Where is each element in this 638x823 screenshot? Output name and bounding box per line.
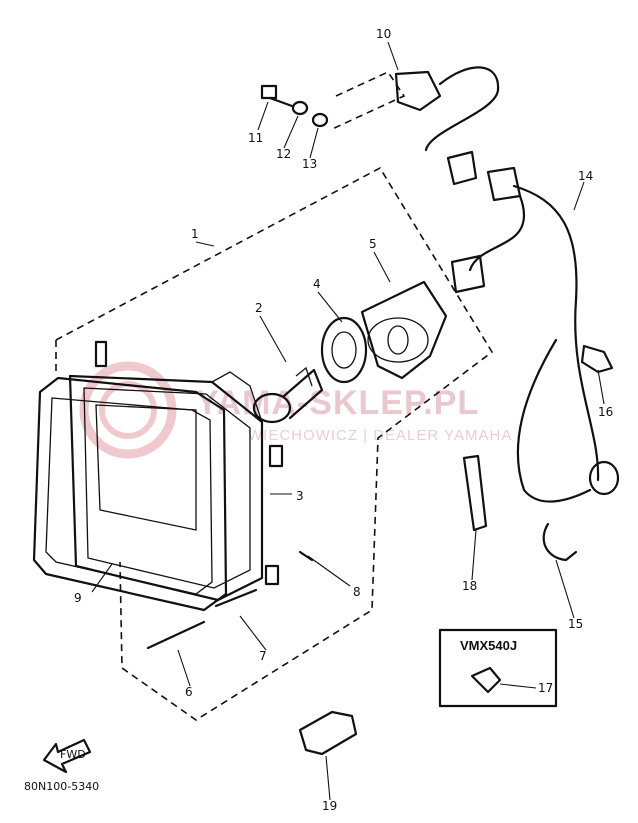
part-label-19: 19 [322, 799, 337, 813]
bolt-11 [260, 84, 294, 108]
fwd-arrow-label: FWD [60, 748, 86, 761]
part-labels: 1 2 3 4 5 6 7 8 9 10 11 12 13 14 15 16 1… [74, 27, 613, 813]
variant-box-label: VMX540J [460, 638, 517, 653]
watermark-logo: YAMA-SKLEP.PL WIECHOWICZ | DEALER YAMAHA [79, 361, 512, 459]
connector-10 [394, 66, 500, 186]
part-label-2: 2 [255, 301, 263, 315]
part-label-11: 11 [248, 131, 263, 145]
clamp-15 [542, 522, 578, 562]
washer-13 [311, 112, 329, 128]
variant-box: VMX540J [438, 628, 558, 708]
assembly-outline [55, 166, 494, 721]
part-label-8: 8 [353, 585, 361, 599]
part-label-5: 5 [369, 237, 377, 251]
headlight-rim [32, 376, 228, 612]
part-label-1: 1 [191, 227, 199, 241]
headlight-rim-inner [45, 397, 213, 595]
screw-6 [146, 620, 206, 650]
leader-lines [91, 41, 605, 801]
dust-boot [360, 280, 448, 380]
watermark-subtitle: WIECHOWICZ | DEALER YAMAHA [248, 427, 512, 444]
part-label-6: 6 [185, 685, 193, 699]
nut-8 [298, 550, 314, 562]
headlight-unit [68, 340, 284, 602]
part-label-17: 17 [538, 681, 553, 695]
part-label-3: 3 [296, 489, 304, 503]
part-label-12: 12 [276, 147, 291, 161]
part-label-4: 4 [313, 277, 321, 291]
spring-7 [214, 588, 258, 608]
fwd-arrow: FWD [42, 738, 92, 774]
bulb-holder [320, 316, 368, 384]
washer-12 [291, 100, 309, 116]
part-label-13: 13 [302, 157, 317, 171]
part-label-10: 10 [376, 27, 391, 41]
band-18 [462, 454, 488, 532]
bolt-group-outline [329, 70, 406, 131]
watermark-title: YAMA-SKLEP.PL [196, 384, 479, 422]
grommet-17 [470, 666, 502, 694]
bulb [252, 366, 324, 424]
part-label-7: 7 [259, 649, 267, 663]
part-label-18: 18 [462, 579, 477, 593]
diagram-code: 80N100-5340 [24, 780, 99, 793]
clip-16 [580, 344, 614, 374]
wire-harness [450, 166, 620, 503]
part-label-16: 16 [598, 405, 613, 419]
part-label-14: 14 [578, 169, 593, 183]
part-label-9: 9 [74, 591, 82, 605]
bracket-19 [298, 710, 358, 756]
part-label-15: 15 [568, 617, 583, 631]
